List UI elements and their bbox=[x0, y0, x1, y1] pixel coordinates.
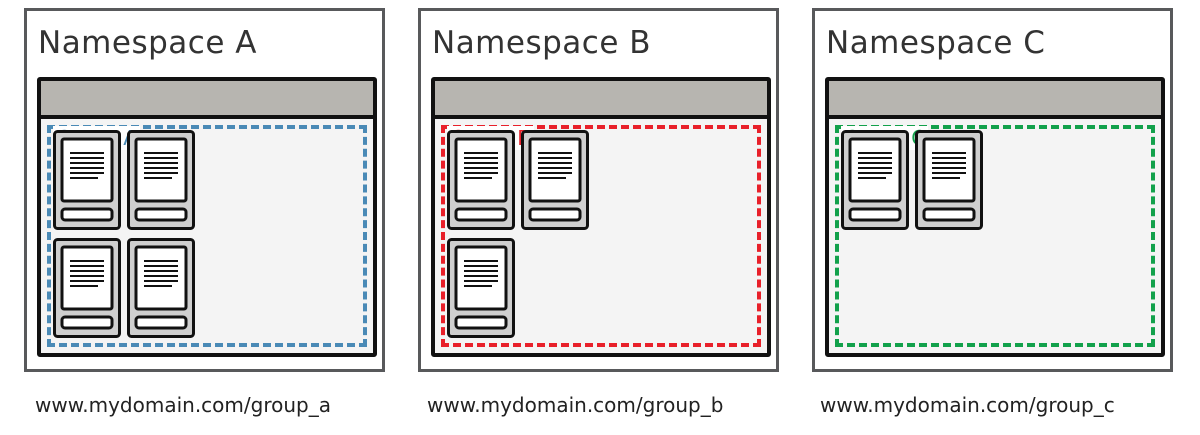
document-icon bbox=[127, 130, 195, 230]
document-icon bbox=[53, 238, 121, 338]
document-icon bbox=[521, 130, 589, 230]
document-icon bbox=[127, 238, 195, 338]
window-title-bar bbox=[829, 81, 1161, 119]
namespace-c-title: Namespace C bbox=[826, 25, 1046, 61]
document-icon bbox=[447, 130, 515, 230]
namespace-c-window: Group C bbox=[825, 77, 1165, 357]
group-b-area bbox=[441, 125, 761, 347]
window-title-bar bbox=[41, 81, 373, 119]
namespace-b-box: Namespace B Group B bbox=[418, 8, 779, 372]
document-icon bbox=[447, 238, 515, 338]
group-c-area bbox=[835, 125, 1155, 347]
group-a-area bbox=[47, 125, 367, 347]
document-icon bbox=[53, 130, 121, 230]
namespace-a-window: Group A bbox=[37, 77, 377, 357]
namespace-a-title: Namespace A bbox=[38, 25, 257, 61]
namespace-a-box: Namespace A Group A bbox=[24, 8, 385, 372]
document-icon bbox=[915, 130, 983, 230]
group-b-url: www.mydomain.com/group_b bbox=[427, 393, 724, 417]
document-icon bbox=[841, 130, 909, 230]
namespace-c-box: Namespace C Group C bbox=[812, 8, 1173, 372]
namespace-b-title: Namespace B bbox=[432, 25, 652, 61]
namespace-b-window: Group B bbox=[431, 77, 771, 357]
group-c-url: www.mydomain.com/group_c bbox=[820, 393, 1115, 417]
window-title-bar bbox=[435, 81, 767, 119]
group-a-url: www.mydomain.com/group_a bbox=[35, 393, 331, 417]
